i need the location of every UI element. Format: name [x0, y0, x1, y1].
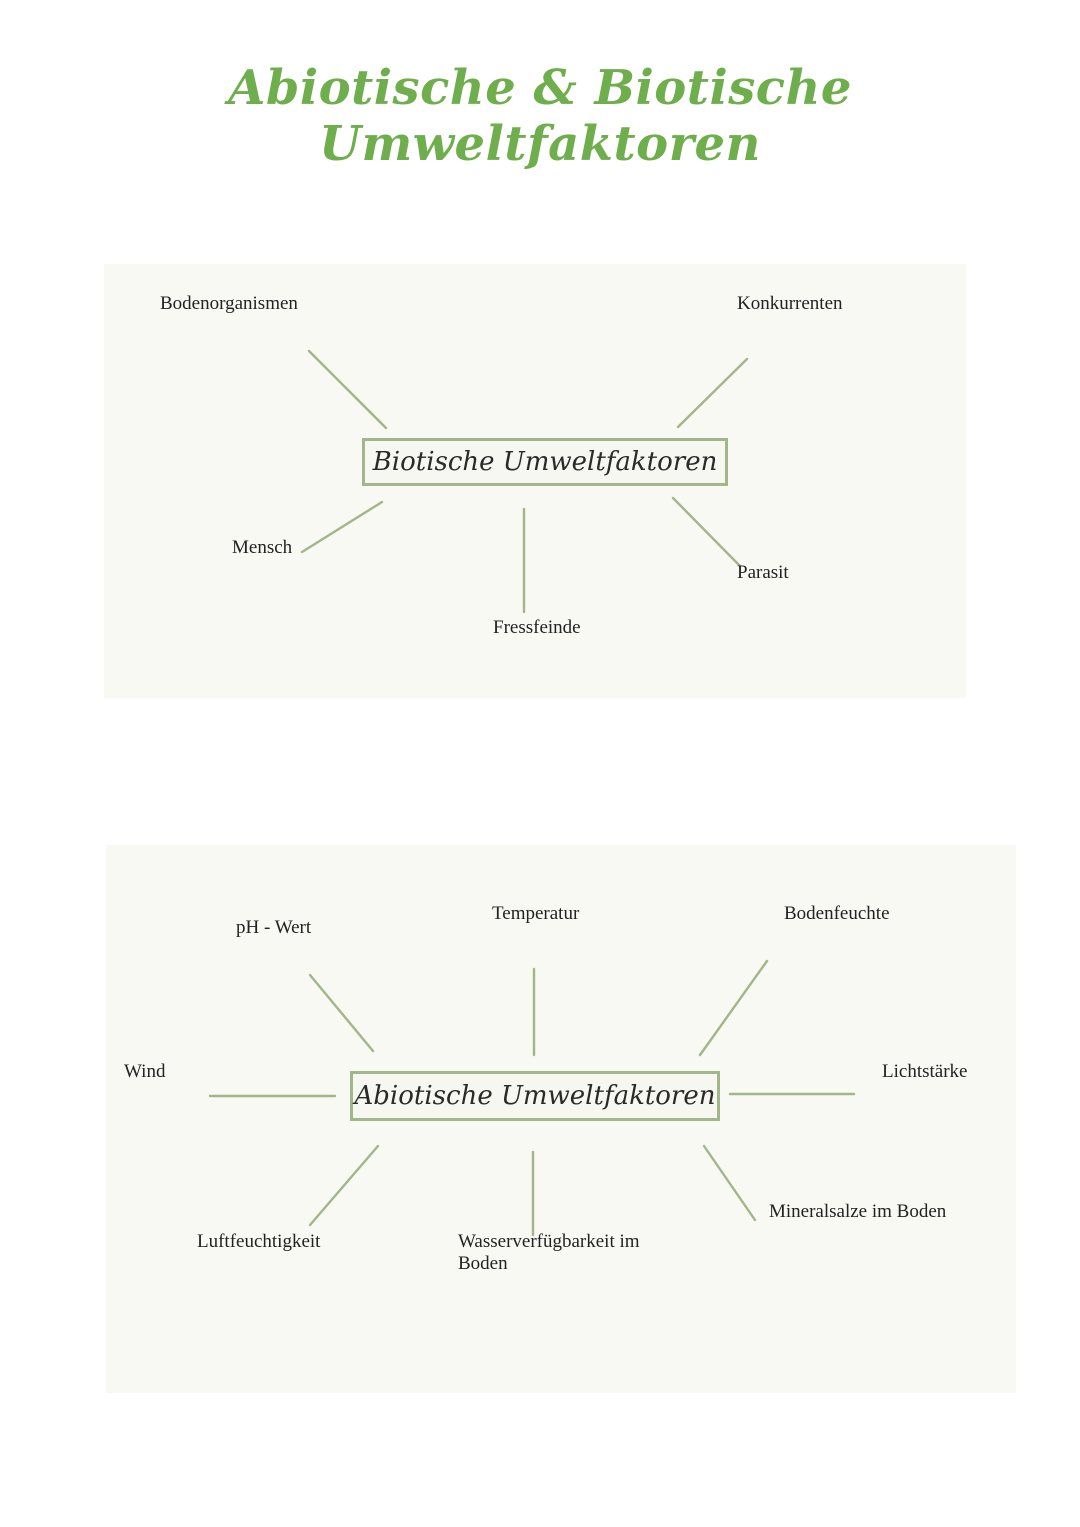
- factor-fressfeinde: Fressfeinde: [493, 617, 581, 638]
- abiotic-diagram-panel: Abiotische Umweltfaktoren pH - Wert Temp…: [106, 845, 1016, 1393]
- biotic-diagram-panel: Biotische Umweltfaktoren Bodenorganismen…: [104, 264, 966, 698]
- connector-luftfeuchtigkeit: [308, 1144, 380, 1227]
- factor-konkurrenten: Konkurrenten: [737, 293, 843, 314]
- factor-mineralsalze: Mineralsalze im Boden: [769, 1201, 947, 1222]
- factor-wind: Wind: [124, 1061, 166, 1082]
- factor-luftfeuchtigkeit: Luftfeuchtigkeit: [197, 1231, 321, 1252]
- factor-lichtstaerke: Lichtstärke: [882, 1061, 968, 1082]
- connector-ph-wert: [308, 973, 375, 1053]
- biotic-center-label: Biotische Umweltfaktoren: [372, 447, 718, 477]
- abiotic-center-label: Abiotische Umweltfaktoren: [354, 1081, 716, 1111]
- factor-temperatur: Temperatur: [492, 903, 580, 924]
- connector-konkurrenten: [676, 357, 749, 429]
- factor-wasserverfuegbarkeit: Wasserverfügbarkeit im Boden: [458, 1231, 640, 1274]
- factor-mensch: Mensch: [232, 537, 293, 558]
- abiotic-center-node: Abiotische Umweltfaktoren: [350, 1071, 720, 1121]
- connector-bodenfeuchte: [698, 959, 769, 1057]
- connector-mensch: [300, 500, 384, 554]
- factor-ph-wert: pH - Wert: [236, 917, 312, 938]
- connector-parasit: [671, 496, 742, 568]
- biotic-center-node: Biotische Umweltfaktoren: [362, 438, 728, 486]
- biotic-connector-lines: [300, 349, 749, 614]
- connector-bodenorganismen: [307, 349, 388, 430]
- abiotic-connector-lines: [208, 959, 856, 1237]
- factor-parasit: Parasit: [737, 562, 789, 583]
- page-title: Abiotische & Biotische Umweltfaktoren: [228, 60, 852, 173]
- connector-mineralsalze: [702, 1144, 757, 1222]
- factor-bodenfeuchte: Bodenfeuchte: [784, 903, 890, 924]
- factor-bodenorganismen: Bodenorganismen: [160, 293, 298, 314]
